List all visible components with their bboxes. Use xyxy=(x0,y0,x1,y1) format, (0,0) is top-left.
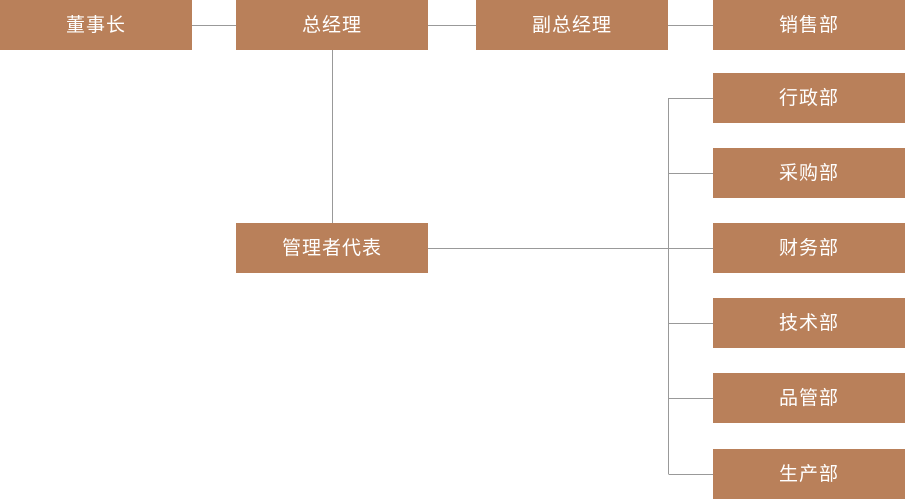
node-vice-general-manager: 副总经理 xyxy=(476,0,668,50)
node-purchase-dept: 采购部 xyxy=(713,148,905,198)
node-general-manager: 总经理 xyxy=(236,0,428,50)
node-admin-dept: 行政部 xyxy=(713,73,905,123)
node-chairman: 董事长 xyxy=(0,0,192,50)
node-sales-dept: 销售部 xyxy=(713,0,905,50)
node-finance-dept: 财务部 xyxy=(713,223,905,273)
node-management-representative: 管理者代表 xyxy=(236,223,428,273)
node-production-dept: 生产部 xyxy=(713,449,905,499)
node-quality-dept: 品管部 xyxy=(713,373,905,423)
node-tech-dept: 技术部 xyxy=(713,298,905,348)
